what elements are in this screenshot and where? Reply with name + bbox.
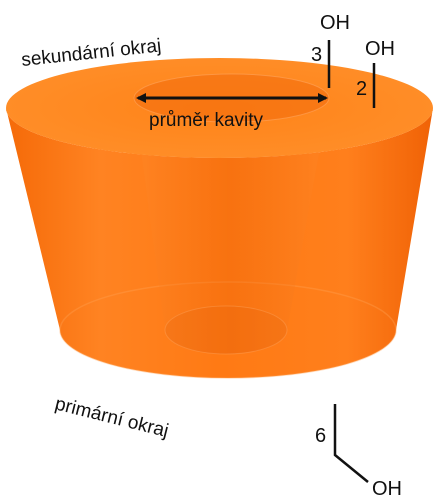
position-3-number: 3 [311,44,322,66]
cavity-bottom [164,305,288,355]
position-6-bond [333,404,369,483]
position-2-number: 2 [356,78,367,100]
position-2-oh: OH [365,38,395,60]
cavity-diameter-label: průměr kavity [149,110,264,131]
position-6-number: 6 [315,425,326,447]
cavity-walls [134,98,329,354]
primary-rim-label: primární okraj [53,393,171,441]
position-3-oh: OH [320,12,350,34]
position-6-oh: OH [372,478,402,499]
